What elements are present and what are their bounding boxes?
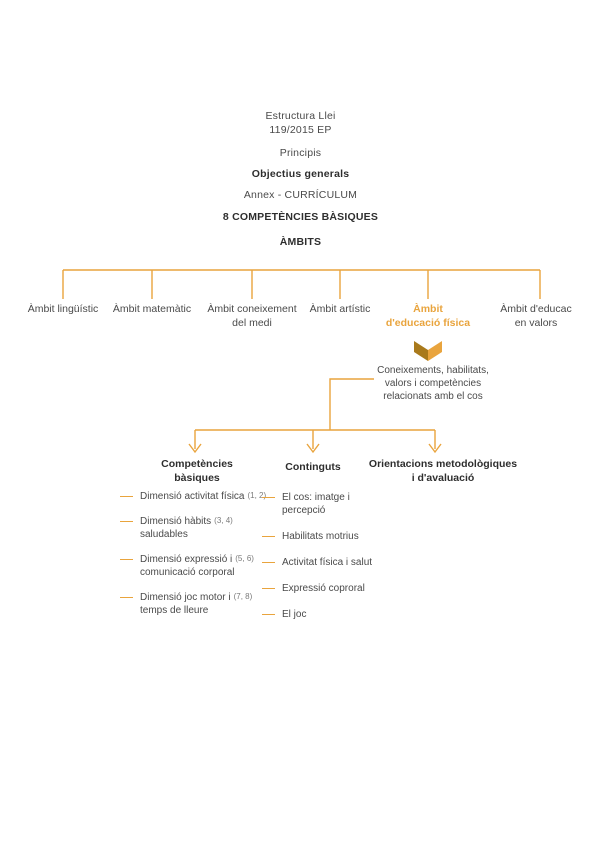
branch-ambit-educacio-fisica: Àmbit d'educació física (385, 303, 471, 329)
list-item: Dimensió expressió i(5, 6)comunicació co… (120, 553, 295, 579)
item-line2: temps de lleure (140, 605, 209, 616)
item-line2: percepció (282, 505, 326, 516)
dash-bullet-icon (262, 536, 275, 537)
header-objectius-generals: Objectius generals (251, 168, 350, 180)
header-estructura-llei: Estructura Llei 119/2015 EP (265, 110, 336, 136)
header-ambits: ÀMBITS (279, 236, 322, 248)
branch-ambit-artistic: Àmbit artístic (309, 303, 371, 315)
item-line1: Dimensió hàbits (140, 516, 212, 527)
item-ref: (7, 8) (233, 592, 253, 601)
item-ref: (5, 6) (235, 554, 254, 563)
item-text: El cos: imatge i percepció (282, 491, 350, 517)
dash-bullet-icon (262, 588, 275, 589)
item-text: Expressió coproral (282, 582, 365, 595)
list-item: El cos: imatge i percepció (262, 491, 397, 517)
dash-bullet-icon (262, 497, 275, 498)
list-item: Activitat física i salut (262, 556, 397, 569)
item-ref: (1, 2) (247, 491, 267, 500)
list-item: Dimensió activitat física(1, 2) (120, 490, 295, 503)
item-ref: (3, 4) (214, 516, 233, 525)
header-annex-curriculum: Annex - CURRÍCULUM (243, 189, 358, 201)
item-text: Dimensió activitat física(1, 2) (140, 490, 266, 503)
dash-bullet-icon (262, 614, 275, 615)
item-line1: Habilitats motrius (282, 531, 359, 542)
item-text: Habilitats motrius (282, 530, 359, 543)
arrowhead-icon (188, 443, 202, 454)
down-ribbon-icon (414, 341, 442, 361)
dash-bullet-icon (120, 496, 133, 497)
competencies-list: Dimensió activitat física(1, 2) Dimensió… (120, 490, 295, 617)
item-text: Dimensió expressió i(5, 6)comunicació co… (140, 553, 254, 579)
column-title-continguts: Continguts (285, 461, 341, 473)
item-line1: Dimensió joc motor i (140, 592, 231, 603)
item-line2: comunicació corporal (140, 567, 235, 578)
item-line1: Dimensió activitat física (140, 491, 245, 502)
callout-connector-line (194, 378, 436, 449)
list-item: Dimensió hàbits(3, 4) saludables (120, 515, 295, 541)
item-line1: Expressió coproral (282, 583, 365, 594)
list-item: Dimensió joc motor i(7, 8) temps de lleur… (120, 591, 295, 617)
callout-coneixements: Coneixements, habilitats, valors i compe… (377, 365, 489, 403)
branch-ambit-linguistic: Àmbit lingüístic (27, 303, 99, 315)
continguts-list: El cos: imatge i percepció Habilitats mot… (262, 491, 397, 621)
column-title-competencies: Competències bàsiques (161, 458, 233, 484)
arrowhead-icon (306, 443, 320, 454)
dash-bullet-icon (120, 559, 133, 560)
item-line1: El cos: imatge i (282, 492, 350, 503)
item-line1: Activitat física i salut (282, 557, 373, 568)
list-item: El joc (262, 608, 397, 621)
branch-ambit-matematic: Àmbit matemàtic (112, 303, 192, 315)
list-item: Expressió coproral (262, 582, 397, 595)
item-text: Dimensió hàbits(3, 4) saludables (140, 515, 233, 541)
branch-ambit-educacio-valors: Àmbit d'educac en valors (500, 303, 572, 329)
dash-bullet-icon (262, 562, 275, 563)
column-title-orientacions: Orientacions metodològiques i d'avaluaci… (368, 458, 518, 484)
arrowhead-icon (428, 443, 442, 454)
item-text: El joc (282, 608, 306, 621)
item-line1: El joc (282, 609, 307, 620)
item-text: Dimensió joc motor i(7, 8) temps de lleur… (140, 591, 252, 617)
header-principis: Principis (279, 147, 322, 159)
header-competencies-basiques: 8 COMPETÈNCIES BÀSIQUES (222, 211, 379, 223)
branch-ambit-coneixement: Àmbit coneixement del medi (207, 303, 297, 329)
ambits-tree-lines (62, 269, 541, 299)
item-line1: Dimensió expressió i (140, 554, 233, 565)
list-item: Habilitats motrius (262, 530, 397, 543)
dash-bullet-icon (120, 521, 133, 522)
item-text: Activitat física i salut (282, 556, 372, 569)
dash-bullet-icon (120, 597, 133, 598)
item-line2: saludables (140, 529, 188, 540)
